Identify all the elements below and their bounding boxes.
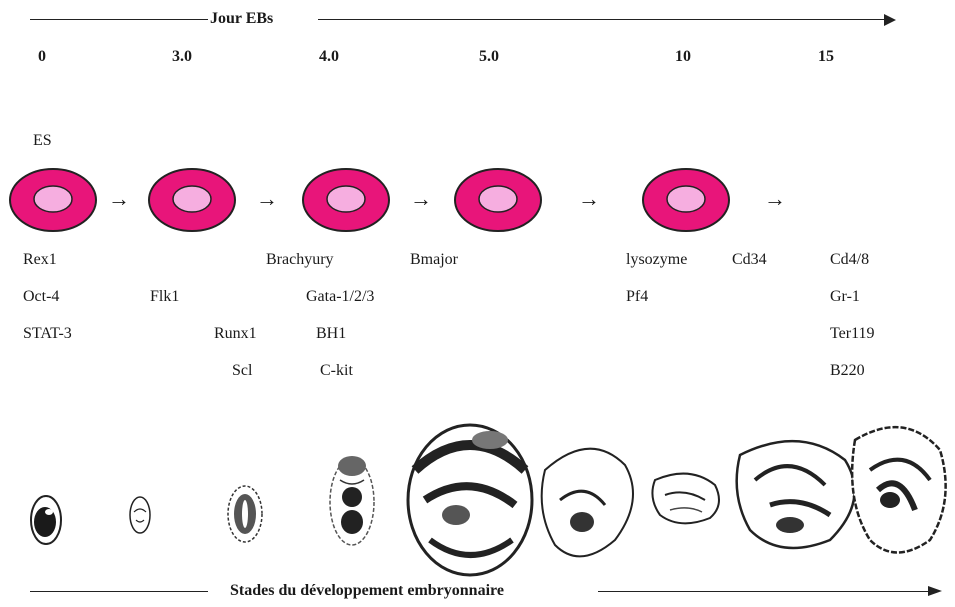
cell-icon <box>298 164 394 236</box>
bottom-axis-arrowhead <box>928 586 942 596</box>
cell-icon <box>5 164 101 236</box>
day-label: 10 <box>675 48 691 66</box>
top-axis-line-left <box>30 19 208 20</box>
right-arrow-icon: → <box>410 186 432 212</box>
marker-label: B220 <box>830 362 865 380</box>
marker-label: Runx1 <box>214 325 257 343</box>
marker-label: Pf4 <box>626 288 648 306</box>
right-arrow-icon: → <box>764 186 786 212</box>
marker-label: Rex1 <box>23 251 57 269</box>
marker-label: Oct-4 <box>23 288 59 306</box>
marker-label: Brachyury <box>266 251 334 269</box>
embryo-stage-2-icon <box>130 497 150 533</box>
marker-label: Cd34 <box>732 251 767 269</box>
right-arrow-icon: → <box>256 186 278 212</box>
embryo-stage-8-icon <box>737 441 855 548</box>
marker-label: Bmajor <box>410 251 458 269</box>
embryo-stage-6-icon <box>542 449 633 557</box>
right-arrow-icon: → <box>578 186 600 212</box>
embryo-stage-3-icon <box>228 486 262 542</box>
marker-label: Flk1 <box>150 288 179 306</box>
marker-label: Ter119 <box>830 325 875 343</box>
embryo-stage-9-icon <box>852 427 945 552</box>
day-label: 15 <box>818 48 834 66</box>
cell-icon <box>450 164 546 236</box>
marker-label: Gata-1/2/3 <box>306 288 374 306</box>
marker-label: STAT-3 <box>23 325 72 343</box>
day-label: 4.0 <box>319 48 339 66</box>
bottom-axis-label: Stades du développement embryonnaire <box>230 582 504 600</box>
marker-label: BH1 <box>316 325 346 343</box>
marker-label: lysozyme <box>626 251 687 269</box>
marker-label: Scl <box>232 362 252 380</box>
day-label: 3.0 <box>172 48 192 66</box>
marker-label: C-kit <box>320 362 353 380</box>
cell-icon <box>638 164 734 236</box>
day-label: 5.0 <box>479 48 499 66</box>
es-label: ES <box>33 132 52 150</box>
top-axis-line-right <box>318 19 884 20</box>
cell-icon <box>144 164 240 236</box>
bottom-axis-line-left <box>30 591 208 592</box>
embryo-stage-4-icon <box>330 456 374 545</box>
marker-label: Gr-1 <box>830 288 860 306</box>
embryo-stage-1-icon <box>31 496 61 544</box>
embryo-stage-5-icon <box>408 425 532 575</box>
right-arrow-icon: → <box>108 186 130 212</box>
embryo-stage-7-icon <box>652 474 719 524</box>
marker-label: Cd4/8 <box>830 251 869 269</box>
top-axis-label: Jour EBs <box>210 10 273 28</box>
bottom-axis-line-right <box>598 591 928 592</box>
top-axis-arrowhead <box>884 14 896 26</box>
day-label: 0 <box>38 48 46 66</box>
